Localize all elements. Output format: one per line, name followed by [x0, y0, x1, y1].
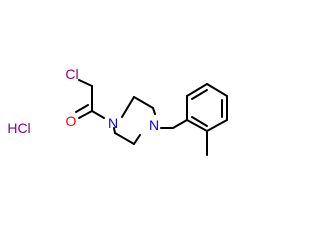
bond-ring-left-n1 [113, 127, 116, 134]
bond-benz-c5-c6 [206, 119, 228, 132]
bond-benz-inner-3 [191, 116, 208, 127]
bond-n4-ring-bottom [133, 134, 141, 145]
bond-benzyl-ch2-ring [172, 119, 188, 129]
bond-benz-c3-c4 [206, 83, 228, 97]
bond-carbonyl-n1 [91, 110, 105, 119]
bond-carbonyl-oxygen-2 [75, 104, 89, 113]
bond-ring-bottom-left [114, 132, 135, 145]
oxygen-atom-label: O [66, 113, 77, 129]
bond-benz-c6-c1 [186, 119, 208, 132]
nitrogen-1-atom-label: N [108, 115, 118, 131]
bond-cl-ch2 [78, 79, 93, 87]
hcl-salt-label: HCl [7, 120, 30, 136]
bond-ring-right-n4 [152, 107, 156, 115]
bond-benz-c2-c3 [186, 83, 208, 97]
bonds [75, 79, 228, 156]
chlorine-atom-label: Cl [65, 66, 78, 82]
bond-carbonyl-oxygen-1 [78, 110, 93, 119]
bond-benz-inner-1 [191, 89, 208, 100]
bond-n1-ring-top [121, 96, 135, 118]
bond-ring-top-right [133, 96, 154, 109]
chemical-structure-diagram: Cl O N N HCl [7, 66, 228, 156]
nitrogen-4-atom-label: N [149, 117, 159, 133]
